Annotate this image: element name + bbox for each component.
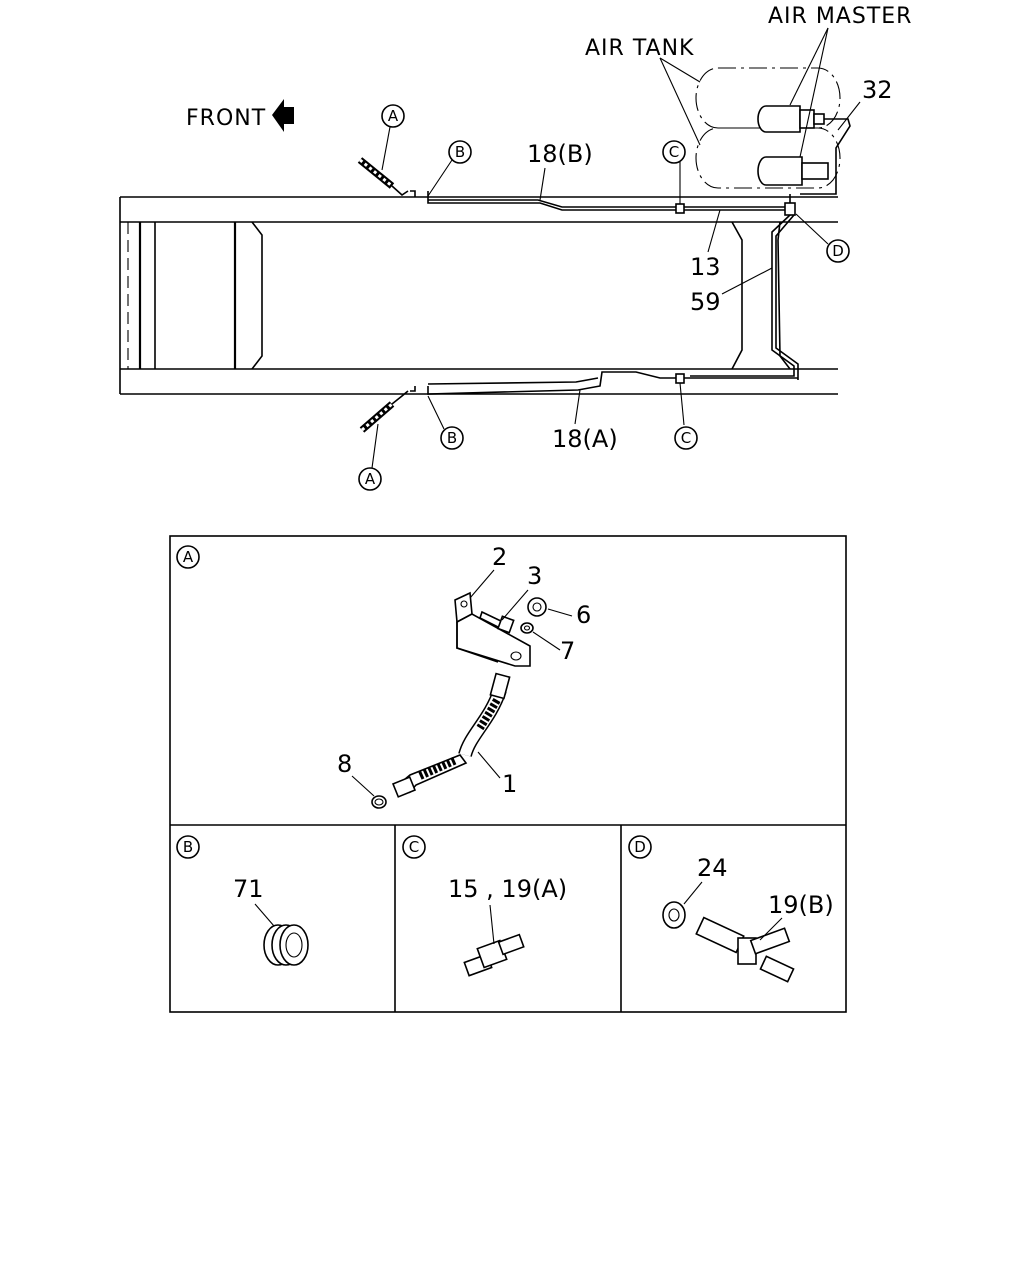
air-masters [757,105,851,195]
callout-18a: 18(A) [552,425,618,453]
front-label: FRONT [186,106,266,131]
detail-b-marker: B [183,838,193,856]
part-2: 2 [492,543,507,571]
pipe-18b [410,162,796,216]
detail-a: A [176,543,591,809]
marker-a-lower: A [358,423,382,491]
washer-part [520,622,534,634]
part-19b: 19(B) [768,891,834,919]
chassis-frame [119,196,838,395]
svg-text:C: C [681,429,691,447]
marker-b-lower: B [427,395,464,450]
part-24: 24 [697,854,728,882]
air-master-label: AIR MASTER [768,4,912,29]
part-8: 8 [337,750,352,778]
part-1: 1 [502,770,517,798]
callout-18b: 18(B) [527,140,593,168]
hose-part [391,672,511,798]
hose-upper [357,157,409,197]
marker-c-lower: C [674,426,698,450]
detail-b: B 71 [176,835,309,966]
detail-c: C 15 , 19(A) [402,835,567,977]
marker-d: D [795,213,850,263]
air-tank-label: AIR TANK [585,36,694,61]
top-assembly-view: FRONT [119,4,912,491]
svg-text:A: A [365,470,376,488]
nut-24-part [662,901,686,929]
callout-59: 59 [690,288,721,316]
detail-boxes [169,535,847,1013]
pipe-59 [690,214,799,380]
part-7: 7 [560,637,575,665]
grommet-part [263,924,309,966]
tee-part [695,916,795,983]
part-15-19a: 15 , 19(A) [448,875,567,903]
o-ring-part [371,795,387,809]
callout-32: 32 [862,76,893,104]
nut-part [527,597,547,617]
callout-13: 13 [690,253,721,281]
detail-a-marker: A [183,548,194,566]
detail-d-marker: D [634,838,646,856]
svg-text:A: A [388,107,399,125]
hose-lower [359,390,409,433]
bolt-part [479,610,515,634]
detail-d: D 24 19(B) [628,835,834,983]
air-label-leaders [659,27,861,158]
front-arrow-icon [272,99,294,132]
detail-c-marker: C [409,838,419,856]
marker-c-upper: C [662,140,686,164]
marker-a-upper: A [381,104,405,171]
svg-text:D: D [832,242,844,260]
svg-text:C: C [669,143,679,161]
marker-b-upper: B [427,140,472,197]
union-part [463,933,525,977]
svg-text:B: B [455,143,465,161]
part-6: 6 [576,601,591,629]
svg-text:B: B [447,429,457,447]
part-71: 71 [233,875,264,903]
bracket-part [454,591,531,667]
part-3: 3 [527,562,542,590]
pipe-18a [410,371,798,426]
